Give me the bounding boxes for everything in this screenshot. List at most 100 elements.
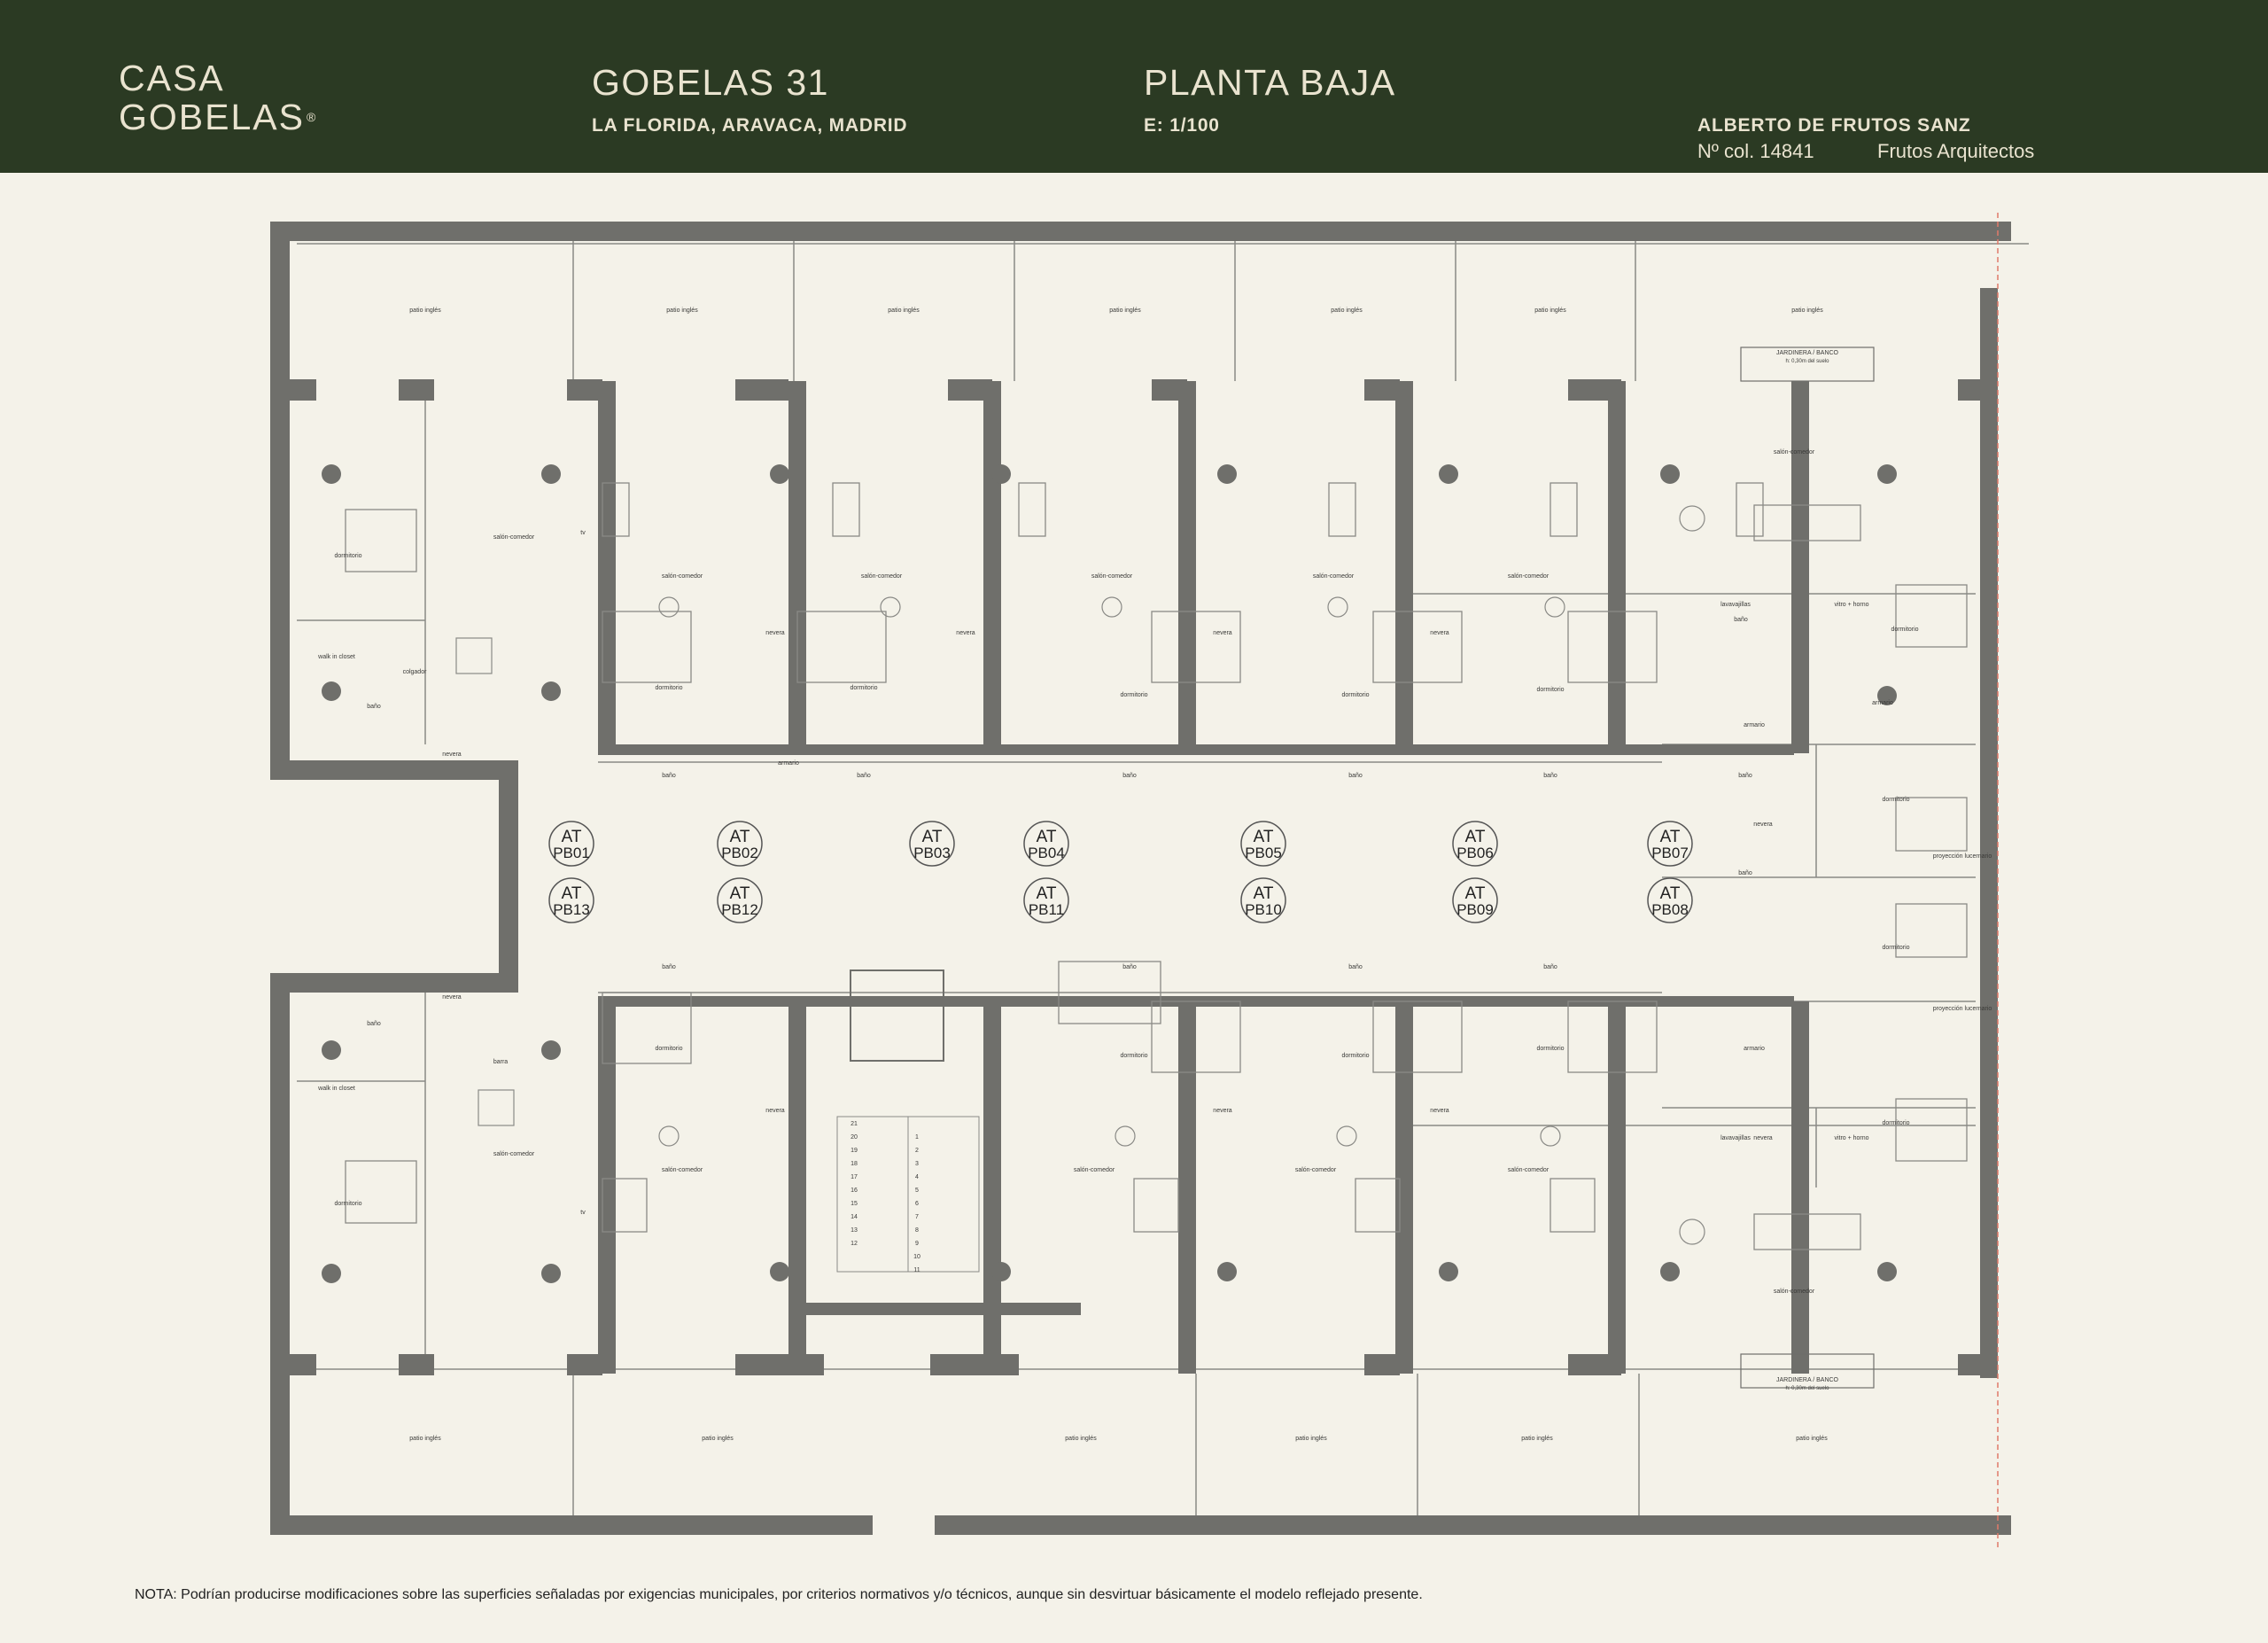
horno-label-1: vitro + horno	[1834, 602, 1868, 608]
unit-marker-code: PB08	[1651, 901, 1689, 918]
dormitorio-label-pb07: dormitorio	[1891, 627, 1918, 633]
tv-label-pb13: tv	[580, 1210, 586, 1216]
nevera-label-11: nevera	[1430, 1108, 1449, 1114]
unit-marker-code: PB07	[1651, 845, 1689, 861]
lavavajillas-label-1: lavavajillas	[1720, 602, 1751, 608]
unit-marker-pb12[interactable]: AT PB12	[717, 877, 763, 923]
patio-label-5: patio inglés	[1331, 308, 1363, 314]
salon-label-pb13: salón-comedor	[493, 1151, 535, 1157]
architect-firm: Frutos Arquitectos	[1877, 140, 2035, 162]
stair-step-r1: 1	[915, 1134, 919, 1141]
salon-label-pb04: salón-comedor	[1091, 573, 1133, 580]
unit-marker-pb02[interactable]: AT PB02	[717, 821, 763, 867]
dormitorio-label-pb11: dormitorio	[1120, 1053, 1147, 1059]
stair-step-l6: 16	[850, 1187, 858, 1194]
unit-marker-pb09[interactable]: AT PB09	[1452, 877, 1498, 923]
nevera-label-7: nevera	[442, 994, 462, 1001]
salon-label-pb10: salón-comedor	[1295, 1167, 1337, 1173]
proyeccion-label-2: proyección lucernario	[1933, 1006, 1992, 1012]
logo-line-1: CASA	[119, 58, 225, 98]
dormitorio-label-pb02: dormitorio	[655, 685, 682, 691]
salon-label-pb07: salón-comedor	[1774, 449, 1815, 456]
dining-tables	[455, 505, 1705, 1245]
jardinera-sub-bottom: h: 0,30m del suelo	[1785, 1386, 1829, 1391]
bano-label-pb12: baño	[662, 964, 676, 970]
stair-step-l10: 12	[850, 1241, 858, 1247]
bano-label-pb10: baño	[1348, 964, 1363, 970]
unit-marker-code: PB13	[553, 901, 590, 918]
unit-marker-pb13[interactable]: AT PB13	[548, 877, 594, 923]
unit-marker-prefix: AT	[1254, 828, 1274, 846]
bano-label-pb08: baño	[1738, 870, 1752, 876]
salon-label-pb01: salón-comedor	[493, 534, 535, 541]
dormitorio-label-pb08: dormitorio	[1882, 945, 1909, 951]
registered-mark: ®	[306, 110, 318, 124]
stair-step-r2: 2	[915, 1148, 919, 1154]
project-title: GOBELAS 31	[592, 62, 829, 103]
stair-step-l5: 17	[850, 1174, 858, 1180]
patio-label-1: patio inglés	[409, 308, 441, 314]
stair-step-r8: 8	[915, 1227, 919, 1234]
nevera-label-6: nevera	[442, 751, 462, 758]
unit-marker-code: PB04	[1028, 845, 1065, 861]
walkin-label-pb01: walk in closet	[317, 654, 355, 660]
bano-label-pb06: baño	[1543, 773, 1557, 779]
unit-marker-pb04[interactable]: AT PB04	[1023, 821, 1069, 867]
unit-marker-pb06[interactable]: AT PB06	[1452, 821, 1498, 867]
nevera-label-1: nevera	[765, 630, 785, 636]
plan-scale: E: 1/100	[1144, 115, 1220, 136]
salon-label-pb02: salón-comedor	[662, 573, 703, 580]
unit-marker-prefix: AT	[922, 828, 943, 846]
unit-marker-pb05[interactable]: AT PB05	[1240, 821, 1286, 867]
stair-step-r6: 6	[915, 1201, 919, 1207]
bano-label-pb05: baño	[1348, 773, 1363, 779]
unit-marker-code: PB11	[1029, 901, 1064, 918]
patio-label-4: patio inglés	[1109, 308, 1141, 314]
stair-step-l8: 14	[850, 1214, 858, 1220]
unit-marker-prefix: AT	[1254, 884, 1274, 903]
dormitorio-label-pb06: dormitorio	[1536, 687, 1564, 693]
dormitorio-label-pb03: dormitorio	[850, 685, 877, 691]
unit-marker-pb07[interactable]: AT PB07	[1647, 821, 1693, 867]
bano-label-pb11: baño	[1122, 964, 1137, 970]
patio-label-3: patio inglés	[888, 308, 920, 314]
salon-label-pb12: salón-comedor	[662, 1167, 703, 1173]
stair-step-l9: 13	[850, 1227, 858, 1234]
patio-label-12: patio inglés	[1521, 1436, 1553, 1442]
unit-markers[interactable]: AT PB01 AT PB02 AT PB03 AT PB04 AT PB05 …	[548, 821, 1693, 923]
bano-label-pb02: baño	[662, 773, 676, 779]
unit-marker-prefix: AT	[562, 884, 582, 903]
salon-label-pb11: salón-comedor	[1074, 1167, 1115, 1173]
armario-label-2: armario	[1872, 700, 1893, 706]
colgador-label: colgador	[403, 669, 428, 675]
brand-logo: CASA GOBELAS®	[119, 58, 317, 136]
dormitorio-label-pb12: dormitorio	[655, 1046, 682, 1052]
stair-step-l1: 21	[850, 1121, 858, 1127]
nevera-label-10: nevera	[1213, 1108, 1232, 1114]
unit-marker-pb11[interactable]: AT PB11	[1023, 877, 1069, 923]
dormitorio-label-pb08b: dormitorio	[1882, 1120, 1909, 1126]
unit-marker-pb01[interactable]: AT PB01	[548, 821, 594, 867]
unit-marker-prefix: AT	[730, 828, 750, 846]
jardinera-top: JARDINERA / BANCO h: 0,30m del suelo	[1740, 347, 1875, 382]
stair-step-r9: 9	[915, 1241, 919, 1247]
unit-marker-pb10[interactable]: AT PB10	[1240, 877, 1286, 923]
unit-marker-code: PB05	[1245, 845, 1282, 861]
stair-step-r4: 4	[915, 1174, 919, 1180]
salon-label-pb08: salón-comedor	[1774, 1289, 1815, 1295]
dormitorio-label-pb07b: dormitorio	[1882, 797, 1909, 803]
bano-label-pb03: baño	[857, 773, 871, 779]
nevera-label-5: nevera	[1753, 822, 1773, 828]
proyeccion-label-1: proyección lucernario	[1933, 853, 1992, 860]
unit-marker-prefix: AT	[1037, 828, 1057, 846]
unit-marker-pb03[interactable]: AT PB03	[909, 821, 955, 867]
unit-marker-code: PB02	[721, 845, 758, 861]
unit-marker-prefix: AT	[562, 828, 582, 846]
unit-marker-pb08[interactable]: AT PB08	[1647, 877, 1693, 923]
patio-label-11: patio inglés	[1295, 1436, 1327, 1442]
unit-marker-prefix: AT	[1465, 828, 1486, 846]
unit-marker-code: PB10	[1245, 901, 1282, 918]
dormitorio-label-pb13: dormitorio	[334, 1201, 361, 1207]
patio-label-6: patio inglés	[1534, 308, 1566, 314]
nevera-label-4: nevera	[1430, 630, 1449, 636]
